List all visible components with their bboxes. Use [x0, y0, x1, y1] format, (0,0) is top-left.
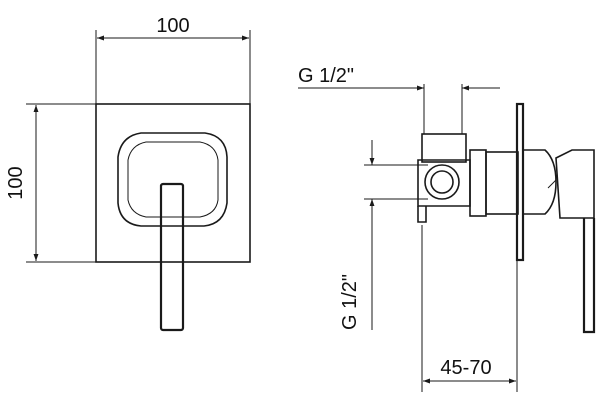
handle-base-outer [117, 132, 228, 227]
cover-plate [95, 103, 251, 263]
width-dimension-label: 100 [156, 15, 189, 37]
depth-dimension: 45-70 [421, 225, 518, 392]
height-dimension-label: 100 [5, 166, 27, 199]
side-thread-label: G 1/2" [339, 274, 361, 330]
handle-base-inner [127, 141, 219, 218]
depth-dimension-label: 45-70 [440, 357, 491, 379]
lever-side [547, 149, 596, 334]
top-thread-label: G 1/2" [298, 65, 354, 87]
side-view: G 1/2" G 1/2" 45-70 [298, 65, 596, 392]
valve-body [417, 133, 519, 223]
side-thread-dimension: G 1/2" [339, 140, 428, 330]
top-thread-dimension: G 1/2" [298, 65, 500, 134]
width-dimension: 100 [95, 15, 251, 104]
lever-handle [159, 182, 185, 332]
wall-plate [515, 102, 525, 262]
front-view: 100 100 [5, 15, 251, 332]
handle-dome [523, 149, 557, 215]
height-dimension: 100 [5, 103, 96, 263]
